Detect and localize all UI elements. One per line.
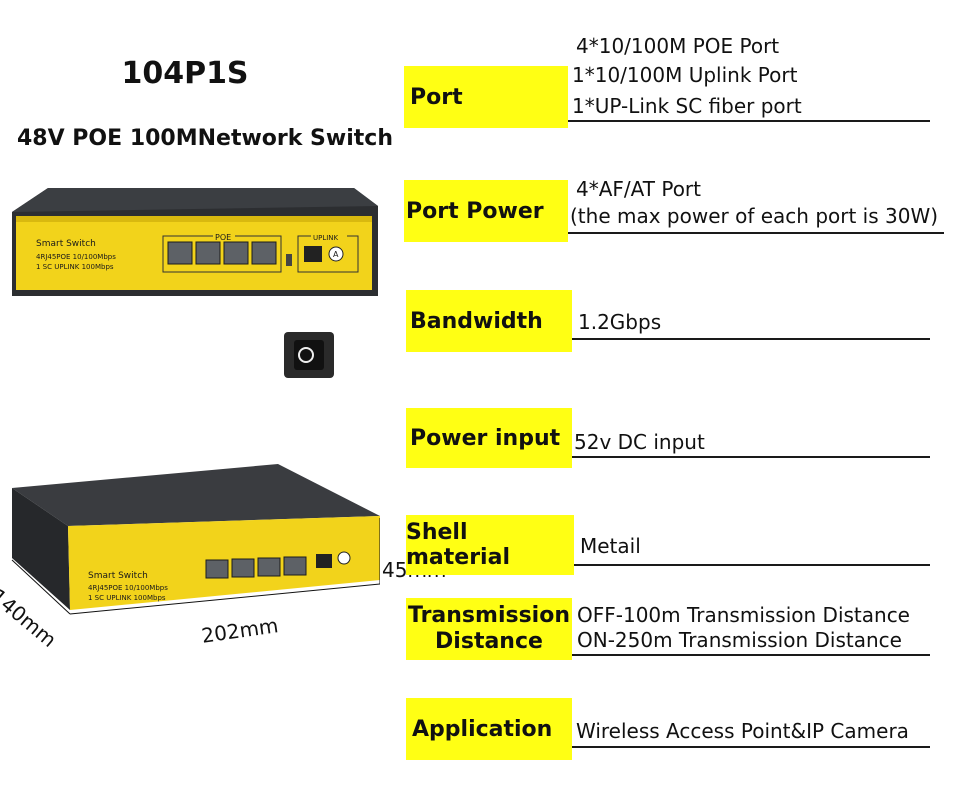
spec-divider bbox=[572, 456, 930, 458]
spec-divider bbox=[572, 654, 930, 656]
uplink-label: UPLINK bbox=[313, 234, 339, 242]
spec-divider bbox=[572, 338, 930, 340]
spec-divider bbox=[572, 746, 930, 748]
product-subtitle: 48V POE 100MNetwork Switch bbox=[17, 126, 393, 151]
poe-label: POE bbox=[215, 233, 231, 242]
spec-divider bbox=[568, 232, 944, 234]
spec-value-application: Wireless Access Point&IP Camera bbox=[576, 719, 909, 743]
spec-label-port-power: Port Power bbox=[404, 180, 568, 242]
fiber-badge: A bbox=[333, 250, 339, 259]
switch-front-image: Smart Switch 4RJ45POE 10/100Mbps 1 SC UP… bbox=[12, 188, 378, 296]
svg-text:4RJ45POE 10/100Mbps: 4RJ45POE 10/100Mbps bbox=[88, 584, 168, 592]
spec-value-port-3: 1*UP-Link SC fiber port bbox=[572, 94, 802, 118]
spec-value-transmission-2: ON-250m Transmission Distance bbox=[577, 628, 902, 652]
spec-label-bandwidth: Bandwidth bbox=[406, 290, 572, 352]
spec-value-port-power-1: 4*AF/AT Port bbox=[576, 177, 701, 201]
spec-value-bandwidth: 1.2Gbps bbox=[578, 310, 662, 334]
device-spec-1: 4RJ45POE 10/100Mbps bbox=[36, 253, 116, 261]
device-brand-angled: Smart Switch bbox=[88, 571, 148, 581]
spec-value-port-2: 1*10/100M Uplink Port bbox=[572, 63, 798, 87]
spec-value-shell-material: Metail bbox=[580, 534, 641, 558]
spec-divider bbox=[574, 564, 930, 566]
switch-angled-image: Smart Switch 4RJ45POE 10/100Mbps 1 SC UP… bbox=[11, 464, 380, 615]
spec-value-port-power-2: (the max power of each port is 30W) bbox=[570, 204, 939, 228]
spec-label-port: Port bbox=[404, 66, 568, 128]
spec-label-application: Application bbox=[406, 698, 572, 760]
device-brand: Smart Switch bbox=[36, 239, 96, 249]
spec-label-shell-material: Shell material bbox=[406, 515, 574, 575]
spec-label-transmission-distance: Transmission Distance bbox=[406, 598, 572, 660]
fiber-port-closeup bbox=[284, 332, 334, 378]
spec-label-power-input: Power input bbox=[406, 408, 572, 468]
device-spec-2: 1 SC UPLINK 100Mbps bbox=[36, 263, 114, 271]
spec-value-transmission-1: OFF-100m Transmission Distance bbox=[577, 603, 910, 627]
svg-text:1 SC UPLINK 100Mbps: 1 SC UPLINK 100Mbps bbox=[88, 594, 166, 602]
model-title: 104P1S bbox=[121, 56, 249, 91]
spec-divider bbox=[568, 120, 930, 122]
spec-value-power-input: 52v DC input bbox=[574, 430, 705, 454]
spec-value-port-1: 4*10/100M POE Port bbox=[576, 34, 780, 58]
